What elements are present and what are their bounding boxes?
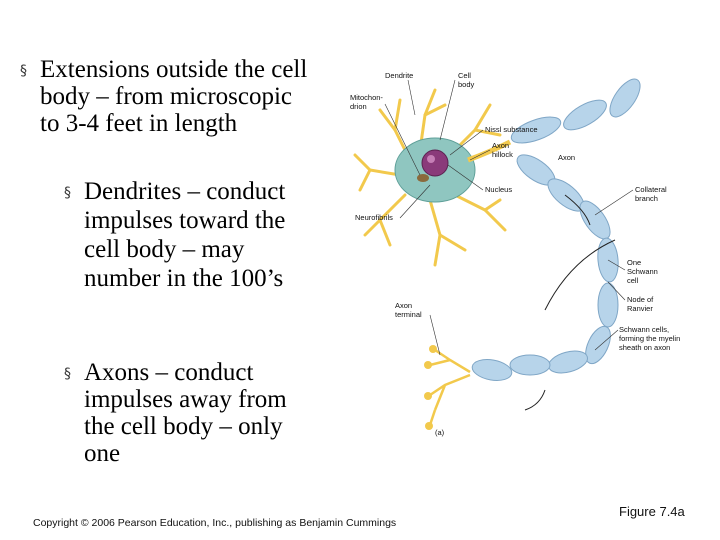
flow-arrows	[524, 194, 616, 411]
figure-label: Figure 7.4a	[619, 504, 685, 519]
label-axon-terminal-1: Axon	[395, 301, 412, 310]
label-neurofibrils: Neurofibrils	[355, 213, 393, 222]
bullet-marker: §	[64, 185, 71, 201]
label-myelin-1: Schwann cells,	[619, 325, 669, 334]
label-axon-hillock-2: hillock	[492, 150, 513, 159]
label-collateral-1: Collateral	[635, 185, 667, 194]
mitochondrion	[417, 174, 429, 182]
label-axon-terminal-2: terminal	[395, 310, 422, 319]
label-mito-1: Mitochon-	[350, 93, 383, 102]
label-schwann-2: Schwann	[627, 267, 658, 276]
label-schwann-1: One	[627, 258, 641, 267]
bullet-text: Dendrites – conduct impulses toward the …	[84, 178, 286, 292]
bullet-extensions: § Extensions outside the cell body – fro…	[20, 56, 310, 137]
label-cell-body-1: Cell	[458, 71, 471, 80]
nucleolus	[427, 155, 435, 163]
label-myelin-3: sheath on axon	[619, 343, 670, 352]
dendrites	[353, 88, 507, 267]
label-collateral-2: branch	[635, 194, 658, 203]
bullet-dendrites: § Dendrites – conduct impulses toward th…	[64, 177, 314, 293]
diagram-labels: Dendrite Cell body Mitochon- drion Nissl…	[350, 71, 680, 437]
label-panel: (a)	[435, 428, 445, 437]
bullet-axons: § Axons – conduct impulses away from the…	[64, 359, 314, 467]
label-node-2: Ranvier	[627, 304, 653, 313]
label-axon-hillock-1: Axon	[492, 141, 509, 150]
label-cell-body-2: body	[458, 80, 475, 89]
label-node-1: Node of	[627, 295, 654, 304]
terminal-bulbs	[424, 345, 437, 430]
label-axon: Axon	[558, 153, 575, 162]
leader-lines	[384, 79, 634, 356]
label-myelin-2: forming the myelin	[619, 334, 680, 343]
copyright-notice: Copyright © 2006 Pearson Education, Inc.…	[33, 517, 397, 529]
myelin-sheath	[471, 78, 641, 381]
label-schwann-3: cell	[627, 276, 639, 285]
label-mito-2: drion	[350, 102, 367, 111]
label-nucleus: Nucleus	[485, 185, 512, 194]
bullet-text: Axons – conduct impulses away from the c…	[84, 359, 287, 467]
nucleus	[421, 149, 449, 177]
axon-hillock	[467, 139, 512, 163]
label-nissl: Nissl substance	[485, 125, 538, 134]
label-dendrite: Dendrite	[385, 71, 413, 80]
bullet-marker: §	[64, 366, 71, 382]
bullet-marker: §	[20, 63, 27, 79]
neuron-illustration: Dendrite Cell body Mitochon- drion Nissl…	[350, 71, 680, 437]
neuron-diagram: Dendrite Cell body Mitochon- drion Nissl…	[340, 60, 685, 465]
bullet-text: Extensions outside the cell body – from …	[40, 56, 308, 137]
axon-terminals	[428, 348, 471, 426]
